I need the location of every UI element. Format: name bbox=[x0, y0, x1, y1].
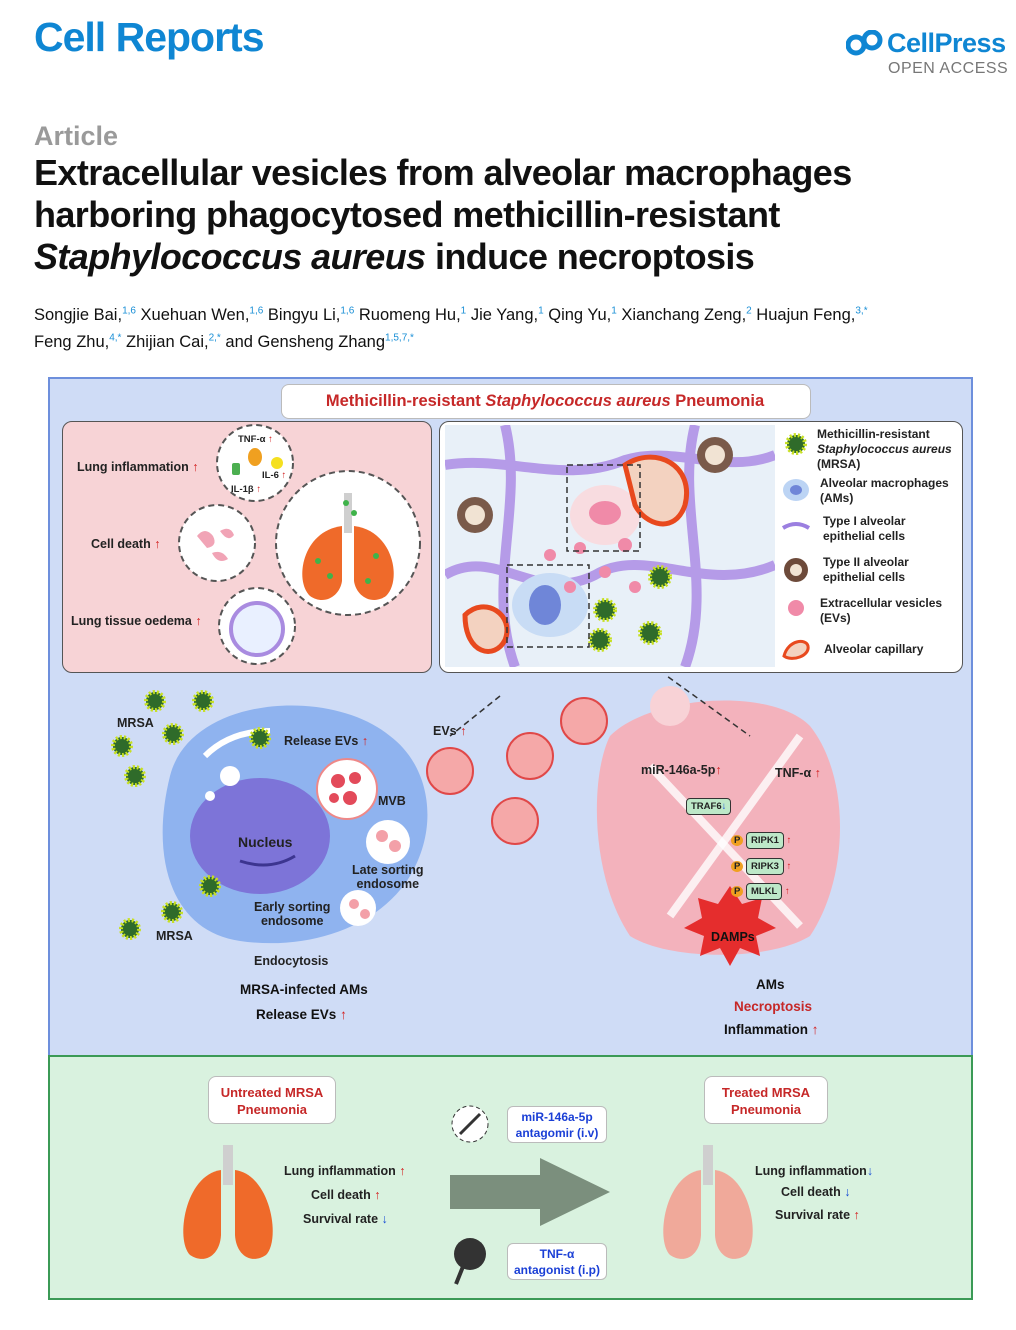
author[interactable]: Xianchang Zeng,2 bbox=[616, 305, 752, 324]
title-line-1: Extracellular vesicles from alveolar mac… bbox=[34, 152, 852, 193]
release-evs-label: Release EVs ↑ bbox=[284, 734, 369, 748]
ams-label: AMs bbox=[756, 977, 785, 992]
lung-injury-illustration bbox=[178, 424, 421, 665]
author[interactable]: Bingyu Li,1,6 bbox=[263, 305, 355, 324]
cellpress-logo-icon bbox=[846, 30, 883, 56]
syringe-icon bbox=[451, 1105, 489, 1143]
mlkl-row: P MLKL ↑ bbox=[731, 883, 790, 900]
treated-survival: Survival rate ↑ bbox=[775, 1208, 860, 1222]
mir-label: miR-146a-5p↑ bbox=[641, 763, 722, 777]
tnf-alpha-label: TNF-α ↑ bbox=[775, 766, 821, 780]
mechanism-illustration bbox=[111, 676, 840, 966]
damps-label: DAMPs bbox=[711, 930, 755, 944]
title-line-3: Staphylococcus aureus induce necroptosis bbox=[34, 236, 984, 278]
endocytosis-label: Endocytosis bbox=[254, 954, 329, 968]
il6-label: IL-6 ↑ bbox=[262, 470, 287, 481]
author[interactable]: Jie Yang,1 bbox=[466, 305, 544, 324]
untreated-cell-death: Cell death ↑ bbox=[311, 1188, 381, 1202]
ev-icon bbox=[788, 600, 804, 616]
author[interactable]: Huajun Feng,3,* bbox=[751, 305, 868, 324]
legend-capillary: Alveolar capillary bbox=[824, 642, 924, 656]
traf6-box: TRAF6↓ bbox=[686, 798, 732, 815]
treatment-illustration bbox=[183, 1145, 753, 1259]
treated-inflammation: Lung inflammation↓ bbox=[755, 1164, 874, 1178]
ripk3-row: P RIPK3 ↑ bbox=[731, 858, 791, 875]
abstract-title: Methicillin-resistant Staphylococcus aur… bbox=[325, 392, 765, 410]
publisher-name: CellPress bbox=[887, 28, 1006, 58]
ripk1-row: P RIPK1 ↑ bbox=[731, 832, 791, 849]
lung-inflammation-label: Lung inflammation ↑ bbox=[77, 460, 199, 474]
treated-label: Treated MRSA Pneumonia bbox=[704, 1076, 828, 1124]
inflammation-label: Inflammation ↑ bbox=[724, 1022, 819, 1037]
infected-ams-label: MRSA-infected AMs bbox=[240, 982, 368, 997]
title-line-2: harboring phagocytosed methicillin-resis… bbox=[34, 194, 780, 235]
type1-cell-icon bbox=[781, 522, 811, 530]
legend-icons bbox=[781, 433, 811, 660]
open-access-label: OPEN ACCESS bbox=[888, 60, 1009, 77]
tnf-label: TNF-α ↑ bbox=[238, 434, 273, 445]
alveolus-illustration bbox=[445, 425, 775, 667]
legend-evs: Extracellular vesicles(EVs) bbox=[820, 596, 943, 625]
author[interactable]: Zhijian Cai,2,* bbox=[121, 332, 221, 352]
antagonist-icon bbox=[454, 1238, 486, 1285]
treated-cell-death: Cell death ↓ bbox=[781, 1185, 851, 1199]
author[interactable]: Qing Yu,1 bbox=[543, 305, 617, 324]
mvb-label: MVB bbox=[378, 794, 406, 808]
legend-mrsa: Methicillin-resistant Staphylococcus aur… bbox=[817, 427, 952, 471]
evs-label: EVs ↑ bbox=[433, 724, 467, 738]
legend-ams: Alveolar macrophages(AMs) bbox=[820, 476, 949, 505]
author[interactable]: Feng Zhu,4,* bbox=[34, 332, 122, 352]
article-title: Extracellular vesicles from alveolar mac… bbox=[34, 152, 984, 278]
journal-name: Cell Reports bbox=[34, 14, 264, 60]
necroptosis-label: Necroptosis bbox=[734, 999, 813, 1014]
author[interactable]: Ruomeng Hu,1 bbox=[354, 305, 467, 324]
release-evs-summary: Release EVs ↑ bbox=[256, 1007, 347, 1022]
mrsa-label: MRSA bbox=[117, 716, 154, 730]
title-italic: Staphylococcus aureus bbox=[34, 236, 426, 277]
mrsa-label-2: MRSA bbox=[156, 929, 193, 943]
author[interactable]: and Gensheng Zhang1,5,7,* bbox=[220, 332, 414, 352]
untreated-inflammation: Lung inflammation ↑ bbox=[284, 1164, 406, 1178]
author-list: Songjie Bai,1,6 Xuehuan Wen,1,6 Bingyu L… bbox=[34, 299, 994, 354]
capillary-icon bbox=[782, 639, 810, 660]
nucleus-label: Nucleus bbox=[238, 834, 293, 850]
untreated-survival: Survival rate ↓ bbox=[303, 1212, 388, 1226]
lung-oedema-label: Lung tissue oedema ↑ bbox=[71, 614, 202, 628]
title-rest: induce necroptosis bbox=[425, 236, 755, 277]
untreated-label: Untreated MRSA Pneumonia bbox=[208, 1076, 336, 1124]
article-type: Article bbox=[34, 121, 119, 151]
mrsa-icon bbox=[785, 433, 807, 455]
abstract-title-box bbox=[281, 384, 811, 419]
author[interactable]: Songjie Bai,1,6 bbox=[34, 305, 136, 324]
author[interactable]: Xuehuan Wen,1,6 bbox=[135, 305, 264, 324]
cell-death-label: Cell death ↑ bbox=[91, 537, 161, 551]
il1b-label: IL-1β ↑ bbox=[231, 484, 262, 495]
